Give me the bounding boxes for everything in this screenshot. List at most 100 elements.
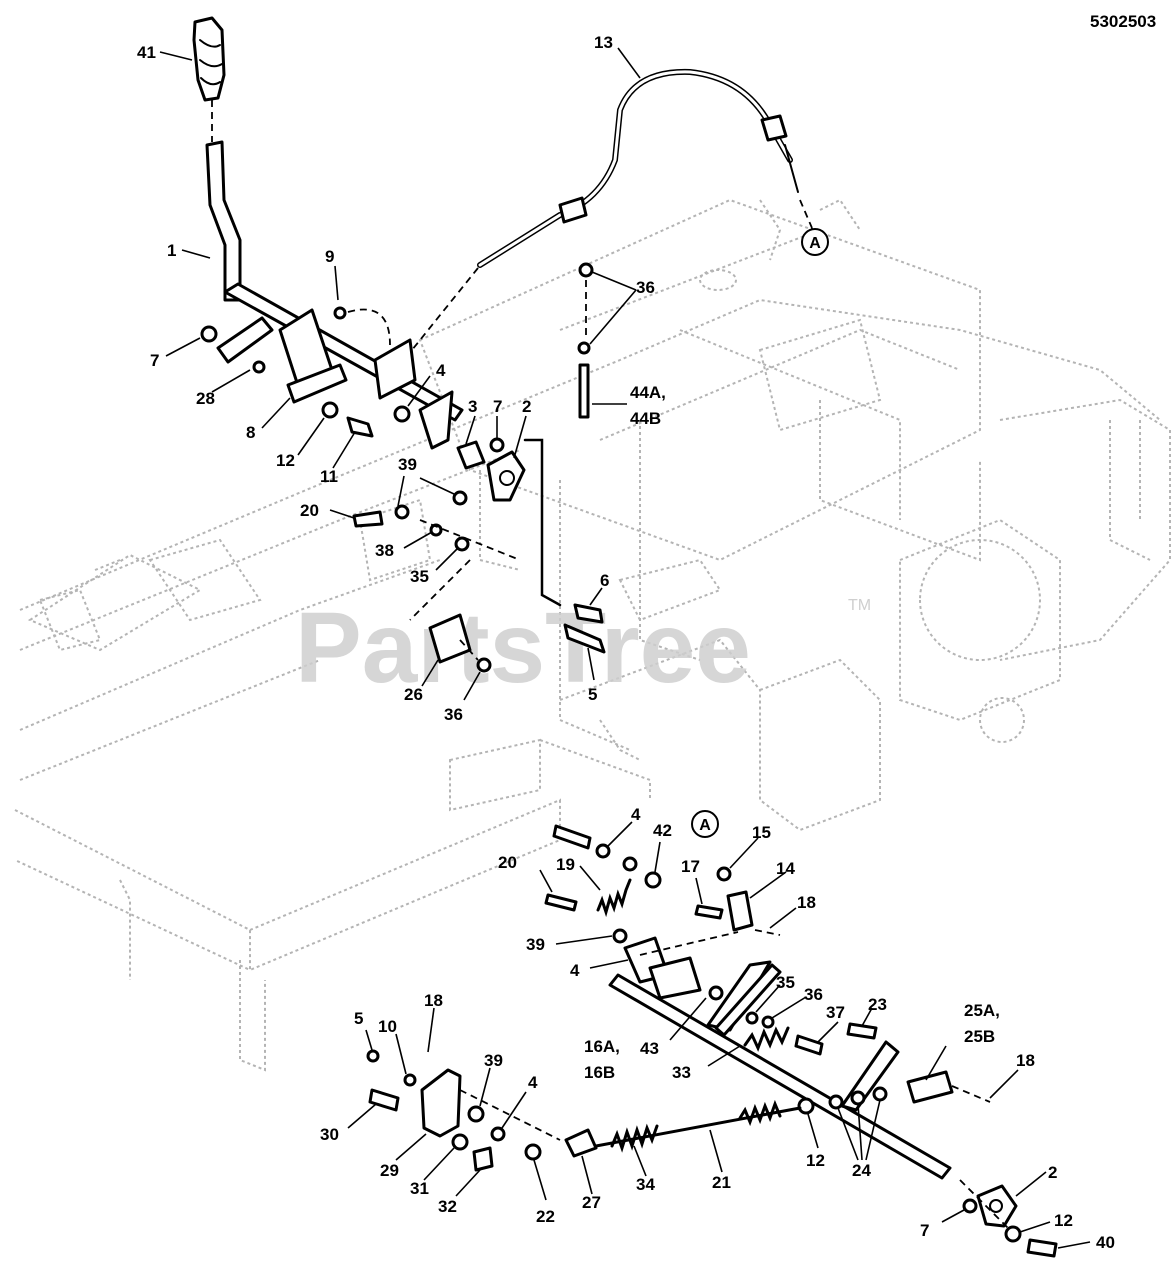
callout-10: 10: [378, 1017, 397, 1036]
watermark-trademark: TM: [848, 597, 871, 614]
callout-28: 28: [196, 389, 215, 408]
part-8-bracket: [286, 363, 348, 404]
callout-25b: 25B: [964, 1027, 995, 1046]
part-28-pin: [252, 360, 266, 374]
reference-marker-upper: A: [801, 228, 829, 256]
watermark: PartsTree TM: [295, 592, 871, 704]
callout-5: 5: [588, 685, 597, 704]
part-40-bolt: [1026, 1238, 1058, 1258]
ghost-frame: [14, 198, 1171, 1072]
part-37-bolt: [794, 1034, 824, 1056]
part-5-bolt: [366, 1049, 380, 1063]
callout-24: 24: [852, 1161, 871, 1180]
callout-39c: 39: [484, 1051, 503, 1070]
part-38-washer: [429, 523, 443, 537]
callout-20b: 20: [498, 853, 517, 872]
part-27-yoke: [564, 1128, 598, 1158]
callout-39: 39: [398, 455, 417, 474]
part-39-nut-b: [394, 504, 410, 520]
part-20-bolt-b: [552, 824, 592, 850]
callout-5b: 5: [354, 1009, 363, 1028]
part-29-bracket: [420, 1068, 462, 1138]
part-17-pin: [694, 904, 724, 920]
part-42-washer: [622, 856, 638, 872]
part-39-nut-d: [467, 1105, 485, 1123]
callout-4: 4: [436, 361, 446, 380]
part-6-pin: [573, 603, 604, 624]
part-24-nut-c: [872, 1086, 888, 1102]
part-35-washer-b: [745, 1011, 759, 1025]
part-3-bushing: [456, 440, 486, 470]
part-7-nut-c: [962, 1198, 978, 1214]
callout-9: 9: [325, 247, 334, 266]
callout-42: 42: [653, 821, 672, 840]
part-12-washer-c: [1004, 1225, 1022, 1243]
callout-33: 33: [672, 1063, 691, 1082]
part-30-bolt: [368, 1088, 400, 1112]
callout-30: 30: [320, 1125, 339, 1144]
callout-6: 6: [600, 571, 609, 590]
callout-12c: 12: [1054, 1211, 1073, 1230]
callout-44b: 44B: [630, 409, 661, 428]
part-35-washer: [454, 536, 470, 552]
part-34-spring: [610, 1123, 659, 1153]
part-36-nut-b: [476, 657, 492, 673]
callout-35b: 35: [776, 973, 795, 992]
part-16-shaft: [608, 973, 952, 1180]
callout-14: 14: [776, 859, 795, 878]
lower-assembly: [366, 824, 1058, 1258]
callout-12: 12: [276, 451, 295, 470]
part-12-washer-b: [797, 1097, 815, 1115]
part-11-pin: [346, 416, 374, 438]
part-7-nut-b: [489, 437, 505, 453]
callout-2b: 2: [1048, 1163, 1057, 1182]
callout-3: 3: [468, 397, 477, 416]
part-1-shaft: [223, 282, 464, 422]
part-20-bolt: [352, 510, 384, 528]
part-19-spring: [596, 878, 632, 918]
callout-40: 40: [1096, 1233, 1115, 1252]
part-4-nut-d: [490, 1126, 506, 1142]
part-24-bracket: [840, 1040, 900, 1112]
part-36-washer: [577, 341, 591, 355]
part-1-lever: [205, 140, 242, 302]
callout-7c: 7: [920, 1221, 929, 1240]
callout-4c: 4: [570, 961, 580, 980]
callout-26: 26: [404, 685, 423, 704]
part-15-nut: [716, 866, 732, 882]
callout-1: 1: [167, 241, 176, 260]
watermark-text: PartsTree: [295, 592, 751, 704]
callout-34: 34: [636, 1175, 655, 1194]
part-31-washer: [451, 1133, 469, 1151]
document-number: 5302503: [1090, 12, 1156, 31]
callout-35: 35: [410, 567, 429, 586]
part-20-bolt-c: [544, 893, 578, 912]
callout-25a: 25A,: [964, 1001, 1000, 1020]
part-25-clevis: [906, 1070, 954, 1104]
callout-8: 8: [246, 423, 255, 442]
callout-15: 15: [752, 823, 771, 842]
callout-36b: 36: [444, 705, 463, 724]
callout-22: 22: [536, 1207, 555, 1226]
part-12-washer: [321, 401, 339, 419]
callout-11: 11: [320, 467, 338, 486]
callout-16a: 16A,: [584, 1037, 620, 1056]
callout-31: 31: [410, 1179, 429, 1198]
callout-labels: 41 13 1 9 36 7 28 4 8 3 7 2 44A, 44B 12 …: [137, 33, 1115, 1252]
callout-37: 37: [826, 1003, 845, 1022]
svg-text:A: A: [699, 817, 711, 834]
callout-43: 43: [640, 1039, 659, 1058]
part-22-nut: [524, 1143, 542, 1161]
callout-19: 19: [556, 855, 575, 874]
callout-7b: 7: [493, 397, 502, 416]
callout-16b: 16B: [584, 1063, 615, 1082]
leader-lines: [159, 47, 1091, 1249]
callout-38: 38: [375, 541, 394, 560]
callout-4d: 4: [528, 1073, 538, 1092]
part-44-bolt: [578, 363, 590, 419]
part-42-nut: [644, 871, 662, 889]
callout-36: 36: [636, 278, 655, 297]
part-41-knob: [192, 16, 226, 102]
part-24-nut-b: [850, 1090, 866, 1106]
